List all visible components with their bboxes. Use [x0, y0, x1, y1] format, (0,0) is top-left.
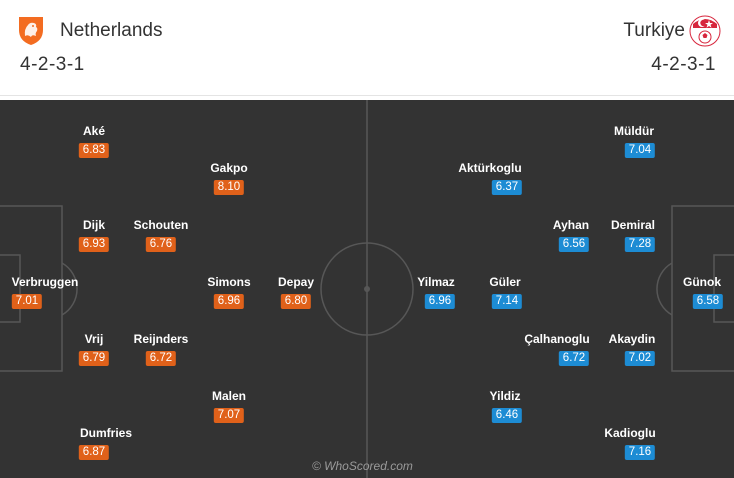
player-name: Gakpo [210, 161, 248, 175]
player-rating: 7.28 [624, 237, 656, 252]
player-rating: 6.76 [145, 237, 177, 252]
player-name: Çalhanoglu [524, 332, 590, 346]
player-rating: 6.96 [424, 294, 456, 309]
player-rating: 7.07 [213, 408, 245, 423]
player-rating: 6.58 [692, 294, 724, 309]
player-name: Depay [277, 275, 315, 289]
player-rating: 6.80 [280, 294, 312, 309]
player-name: Reijnders [133, 332, 189, 346]
player-name: Yilmaz [417, 275, 455, 289]
player-rating: 6.96 [213, 294, 245, 309]
pitch-markings [0, 100, 734, 478]
away-team-name[interactable]: Turkiye [623, 20, 685, 41]
player-rating: 6.72 [145, 351, 177, 366]
player-rating: 7.04 [624, 143, 656, 158]
player-rating: 7.02 [624, 351, 656, 366]
player-rating: 8.10 [213, 180, 245, 195]
player-name: Aké [82, 124, 106, 138]
player-name: Demiral [610, 218, 656, 232]
lion-crest-icon [19, 17, 43, 45]
home-formation: 4-2-3-1 [20, 54, 85, 75]
pitch: Aké 6.83 Gakpo 8.10 Dijk 6.93 Schouten 6… [0, 100, 734, 478]
player-name: Verbruggen [11, 275, 79, 289]
player-rating: 6.56 [558, 237, 590, 252]
player-rating: 7.01 [11, 294, 43, 309]
player-name: Kadioglu [604, 426, 656, 440]
player-rating: 6.72 [558, 351, 590, 366]
player-name: Simons [207, 275, 251, 289]
player-rating: 6.37 [491, 180, 523, 195]
player-name: Müldür [614, 124, 654, 138]
match-header: Netherlands 4-2-3-1 Turkiye 4-2-3-1 [0, 0, 734, 96]
player-name: Ayhan [552, 218, 590, 232]
player-rating: 6.87 [78, 445, 110, 460]
player-rating: 6.83 [78, 143, 110, 158]
player-rating: 6.46 [491, 408, 523, 423]
player-name: Dijk [82, 218, 106, 232]
player-name: Yildiz [489, 389, 521, 403]
player-rating: 7.14 [491, 294, 523, 309]
home-team-name[interactable]: Netherlands [60, 20, 163, 41]
player-name: Vrij [84, 332, 104, 346]
watermark: © WhoScored.com [312, 459, 413, 473]
player-name: Malen [211, 389, 247, 403]
player-name: Akaydin [608, 332, 656, 346]
player-name: Aktürkoglu [458, 161, 522, 175]
away-formation: 4-2-3-1 [651, 54, 716, 75]
player-rating: 6.93 [78, 237, 110, 252]
player-name: Güler [489, 275, 521, 289]
player-name: Dumfries [79, 426, 133, 440]
player-name: Schouten [133, 218, 189, 232]
player-name: Günok [683, 275, 721, 289]
crescent-star-crest-icon [689, 15, 721, 47]
player-rating: 6.79 [78, 351, 110, 366]
player-rating: 7.16 [624, 445, 656, 460]
